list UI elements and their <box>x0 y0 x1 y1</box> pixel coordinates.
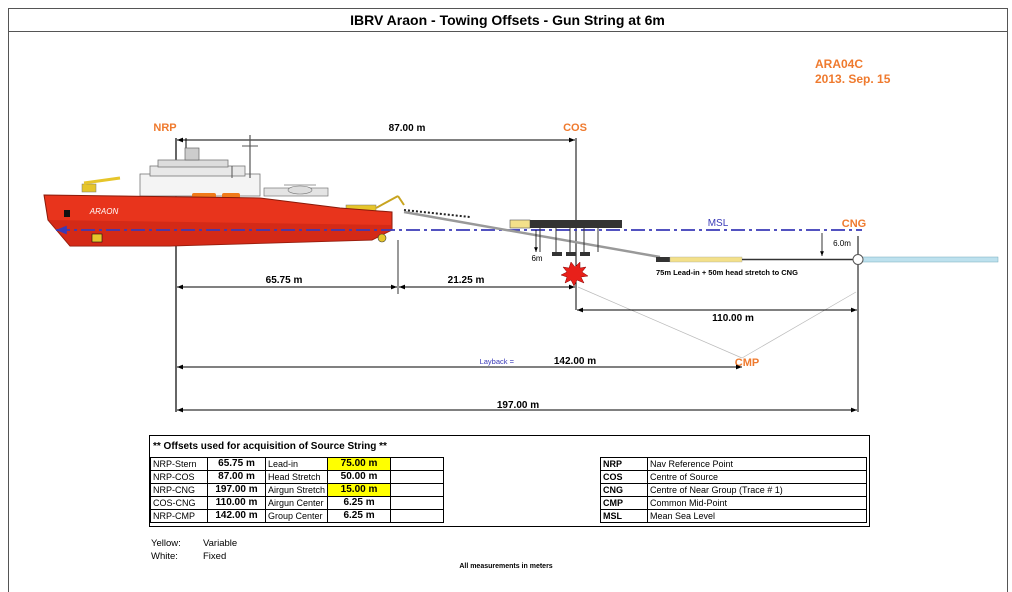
offset-value: 65.75 m <box>207 457 266 471</box>
offset-value: 87.00 m <box>207 470 266 484</box>
offset-value: 197.00 m <box>207 483 266 497</box>
abbr-meaning: Nav Reference Point <box>647 457 867 471</box>
cmp-ray-receiver <box>741 291 857 359</box>
param-value: 6.25 m <box>327 509 392 523</box>
dim-stern-cos-label: 21.25 m <box>448 275 485 286</box>
nrp-label: NRP <box>153 122 176 134</box>
empty-cell <box>390 457 445 471</box>
abbr-term: CNG <box>600 483 648 497</box>
source-burst-icon <box>560 261 589 287</box>
offset-name: NRP-Stern <box>150 457 208 471</box>
gun-depth-label: 6m <box>531 254 542 263</box>
streamer-lead-in-section <box>656 257 670 262</box>
cng-marker-icon <box>852 254 864 265</box>
offsets-panel-title: ** Offsets used for acquisition of Sourc… <box>153 441 387 452</box>
abbr-term: CMP <box>600 496 648 510</box>
cmp-ray-source <box>577 286 743 359</box>
param-value: 50.00 m <box>327 470 392 484</box>
dim-cos-cng-label: 110.00 m <box>712 313 754 324</box>
param-name: Lead-in <box>264 457 329 471</box>
color-legend: Yellow: Variable White: Fixed <box>151 537 237 563</box>
survey-date: 2013. Sep. 15 <box>815 72 891 86</box>
offset-name: NRP-CNG <box>150 483 208 497</box>
abbr-term: COS <box>600 470 648 484</box>
footer-note: All measurements in meters <box>459 563 553 570</box>
ship-name: ARAON <box>89 207 119 216</box>
offsets-panel <box>149 435 870 527</box>
dim-layback-label: 142.00 m <box>554 356 596 367</box>
legend-label: Yellow: <box>151 538 181 549</box>
offset-name: NRP-CMP <box>150 509 208 523</box>
airgun-source-array <box>509 219 622 256</box>
offset-name: NRP-COS <box>150 470 208 484</box>
empty-cell <box>390 496 445 510</box>
legend-row-white: White: Fixed <box>151 550 237 563</box>
param-value: 6.25 m <box>327 496 392 510</box>
abbr-meaning: Centre of Near Group (Trace # 1) <box>647 483 867 497</box>
page-frame <box>8 8 1008 592</box>
empty-cell <box>390 483 445 497</box>
param-name: Airgun Center <box>264 496 329 510</box>
legend-label: White: <box>151 551 178 562</box>
legend-row-yellow: Yellow: Variable <box>151 537 237 550</box>
dim-nrp-cng-label: 197.00 m <box>497 400 539 411</box>
ship-illustration <box>43 135 405 247</box>
param-value: 15.00 m <box>327 483 392 497</box>
param-value: 75.00 m <box>327 457 392 471</box>
msl-label: MSL <box>708 218 729 229</box>
offset-name: COS-CNG <box>150 496 208 510</box>
layback-label: Layback = <box>480 357 515 366</box>
offset-value: 142.00 m <box>207 509 266 523</box>
cng-depth-label: 6.0m <box>833 239 851 248</box>
abbr-meaning: Common Mid-Point <box>647 496 867 510</box>
dim-nrp-cos-label: 87.00 m <box>389 123 426 134</box>
param-name: Head Stretch <box>264 470 329 484</box>
dim-nrp-stern-label: 65.75 m <box>266 275 303 286</box>
offset-value: 110.00 m <box>207 496 266 510</box>
legend-value: Fixed <box>203 551 227 562</box>
cng-label: CNG <box>842 218 866 230</box>
streamer-tow-cable <box>403 210 661 259</box>
streamer-active-section <box>861 256 999 263</box>
abbr-meaning: Mean Sea Level <box>647 509 867 523</box>
param-name: Group Center <box>264 509 329 523</box>
abbr-term: MSL <box>600 509 648 523</box>
source-tow-rope <box>403 209 471 218</box>
streamer-head-stretch <box>669 256 743 263</box>
abbr-term: NRP <box>600 457 648 471</box>
lead-in-note: 75m Lead-in + 50m head stretch to CNG <box>656 268 798 277</box>
page-title: IBRV Araon - Towing Offsets - Gun String… <box>8 8 1007 32</box>
empty-cell <box>390 470 445 484</box>
param-name: Airgun Stretch <box>264 483 329 497</box>
empty-cell <box>390 509 445 523</box>
cos-label: COS <box>563 122 587 134</box>
abbr-meaning: Centre of Source <box>647 470 867 484</box>
survey-id: ARA04C <box>815 57 864 71</box>
legend-value: Variable <box>203 538 238 549</box>
